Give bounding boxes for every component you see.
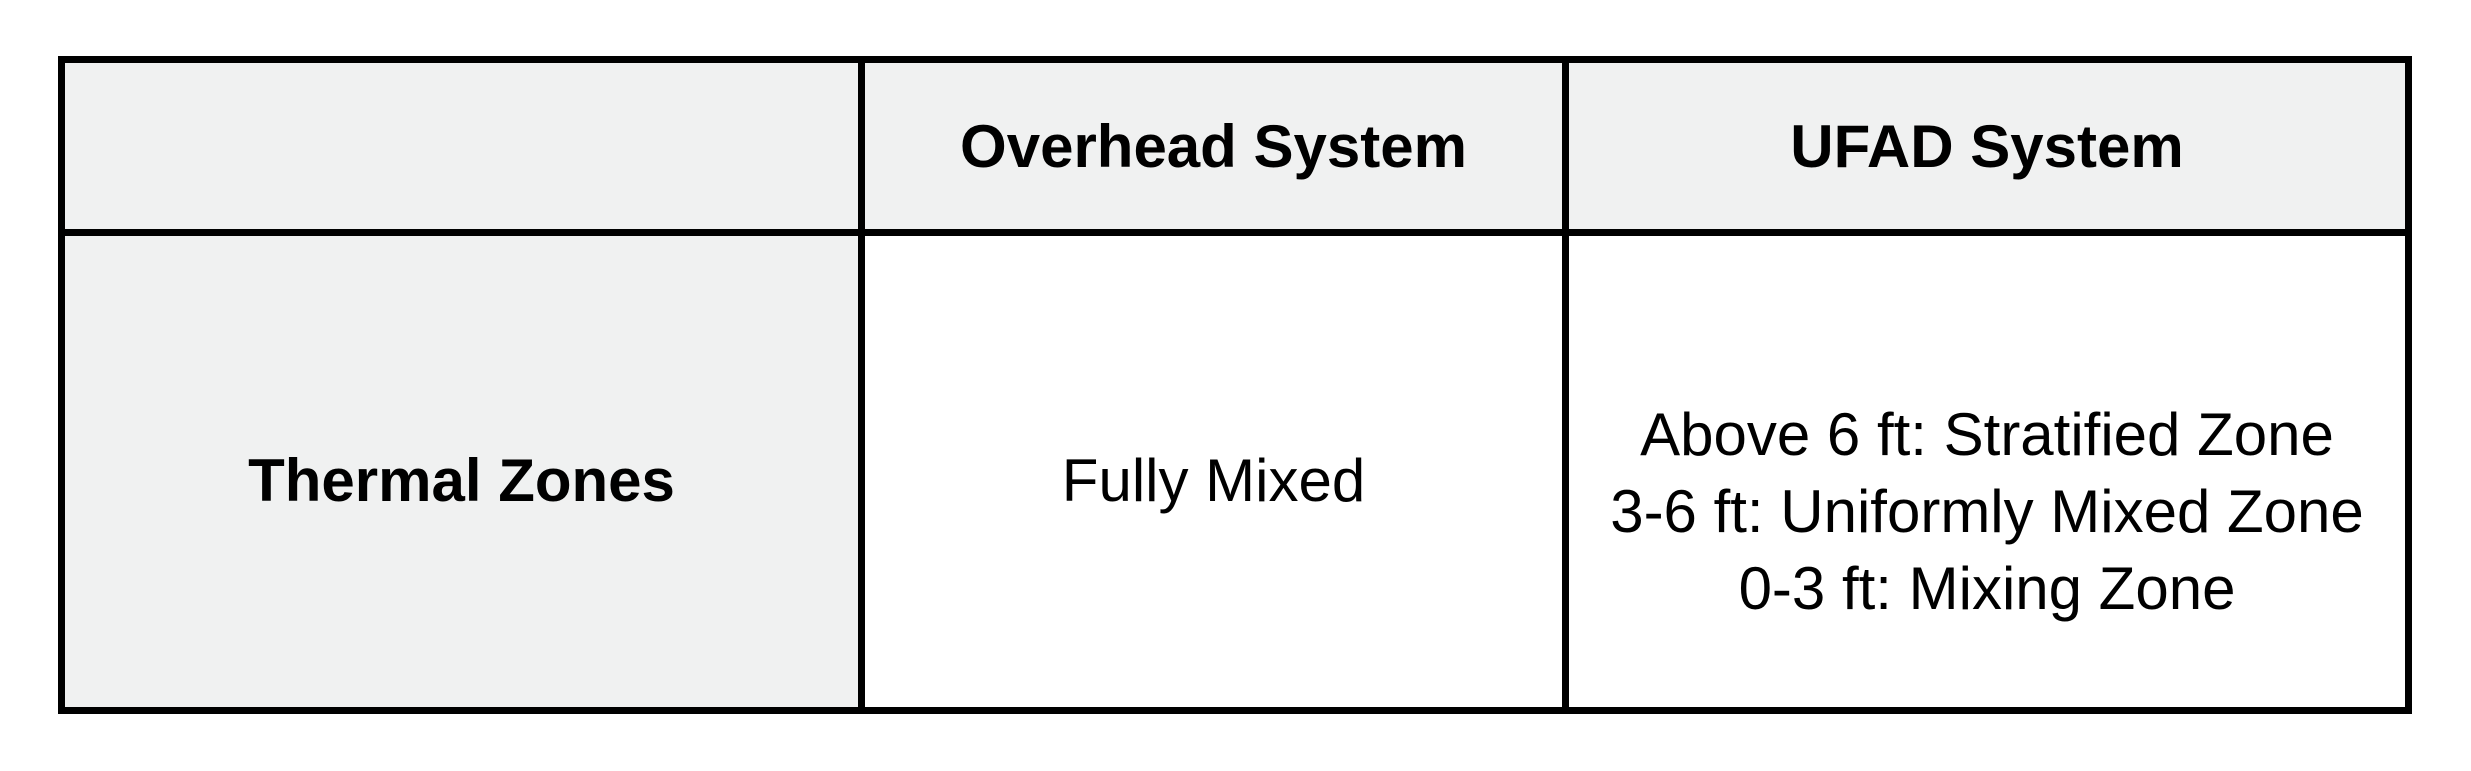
table-row-thermal-zones: Thermal Zones Fully Mixed Above 6 ft: St… xyxy=(58,229,2412,714)
ufad-zone-line-mixing: 0-3 ft: Mixing Zone xyxy=(1738,554,2236,622)
header-cell-ufad-system: UFAD System xyxy=(1562,56,2412,236)
cell-overhead-thermal-zones: Fully Mixed xyxy=(858,229,1569,714)
header-cell-empty xyxy=(58,56,865,236)
overhead-value-text: Fully Mixed xyxy=(1061,446,1366,514)
header-label-ufad-system: UFAD System xyxy=(1790,112,2184,180)
ufad-zone-line-uniformly-mixed: 3-6 ft: Uniformly Mixed Zone xyxy=(1610,477,2364,545)
table-header-row: Overhead System UFAD System xyxy=(58,56,2412,236)
header-cell-overhead-system: Overhead System xyxy=(858,56,1569,236)
ufad-zone-line-stratified: Above 6 ft: Stratified Zone xyxy=(1640,400,2334,468)
hvac-comparison-table: Overhead System UFAD System Thermal Zone… xyxy=(58,56,2412,714)
cell-ufad-thermal-zones: Above 6 ft: Stratified Zone 3-6 ft: Unif… xyxy=(1562,229,2412,714)
row-label-thermal-zones: Thermal Zones xyxy=(58,229,865,714)
header-label-overhead-system: Overhead System xyxy=(960,112,1467,180)
row-label-text: Thermal Zones xyxy=(248,446,675,514)
